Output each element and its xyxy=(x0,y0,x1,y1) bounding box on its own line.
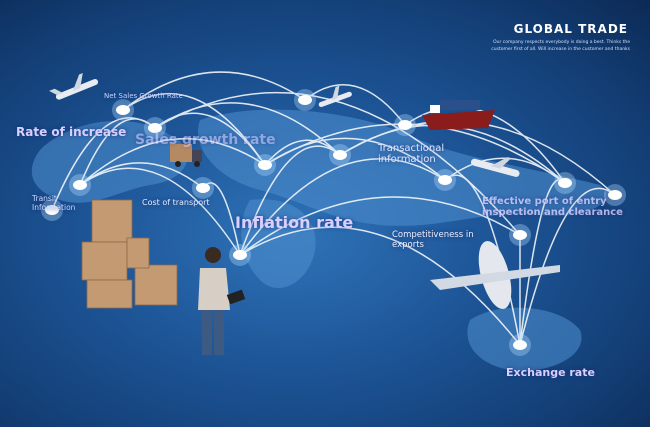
route-node xyxy=(148,123,162,133)
route-node xyxy=(558,178,572,188)
cargo-ship-icon xyxy=(422,100,495,130)
route-node xyxy=(116,105,130,115)
route-nodes xyxy=(41,89,626,356)
route-arc xyxy=(154,91,521,236)
route-node xyxy=(196,183,210,193)
route-arc xyxy=(122,93,266,166)
airplane-icon xyxy=(318,85,352,107)
label-rate-of-increase: Rate of increase xyxy=(16,125,127,139)
label-competitiveness: Competitiveness in exports xyxy=(392,230,474,250)
label-transactional-information: Transactional information xyxy=(378,143,445,165)
route-arc xyxy=(239,196,521,256)
continent-eurasia xyxy=(198,109,607,226)
route-arc xyxy=(51,117,156,211)
route-arc xyxy=(239,226,521,346)
label-exchange-rate: Exchange rate xyxy=(506,366,595,379)
airplane-icon xyxy=(470,157,520,177)
airplane-icon xyxy=(49,72,99,100)
continent-australia xyxy=(467,307,582,371)
route-node xyxy=(513,230,527,240)
route-arc xyxy=(264,139,341,166)
cardboard-boxes xyxy=(81,199,178,309)
route-arc xyxy=(304,84,406,126)
route-arc xyxy=(79,138,266,186)
route-arc xyxy=(239,145,341,256)
label-effective-port: Effective port of entry inspection and c… xyxy=(482,196,623,218)
label-net-sales-growth-rate: Net Sales Growth Rate xyxy=(104,92,183,100)
page-title: GLOBAL TRADE xyxy=(513,22,628,36)
businesswoman-figure xyxy=(198,247,246,355)
continent-africa xyxy=(241,199,316,289)
route-arc xyxy=(444,174,521,346)
route-node xyxy=(258,160,272,170)
label-transit-information: Transit Information xyxy=(32,194,76,212)
route-arc xyxy=(519,187,616,346)
route-node xyxy=(438,175,452,185)
route-arc xyxy=(122,71,306,111)
route-arc xyxy=(444,157,566,184)
label-sales-growth-rate: Sales growth rate xyxy=(135,132,276,148)
delivery-truck-icon xyxy=(170,144,202,167)
label-cost-of-transport: Cost of transport xyxy=(142,198,210,207)
page-subtitle: Our company respects everybody is doing … xyxy=(491,40,630,52)
route-node xyxy=(233,250,247,260)
route-node xyxy=(298,95,312,105)
route-node xyxy=(73,180,87,190)
cargo-plane-icon xyxy=(430,240,560,310)
route-node xyxy=(333,150,347,160)
route-node xyxy=(608,190,622,200)
label-inflation-rate: Inflation rate xyxy=(235,213,354,232)
route-arc xyxy=(239,158,446,256)
route-arc xyxy=(79,167,241,256)
route-node xyxy=(513,340,527,350)
route-node xyxy=(398,120,412,130)
route-arc xyxy=(79,162,204,189)
route-node xyxy=(45,205,59,215)
